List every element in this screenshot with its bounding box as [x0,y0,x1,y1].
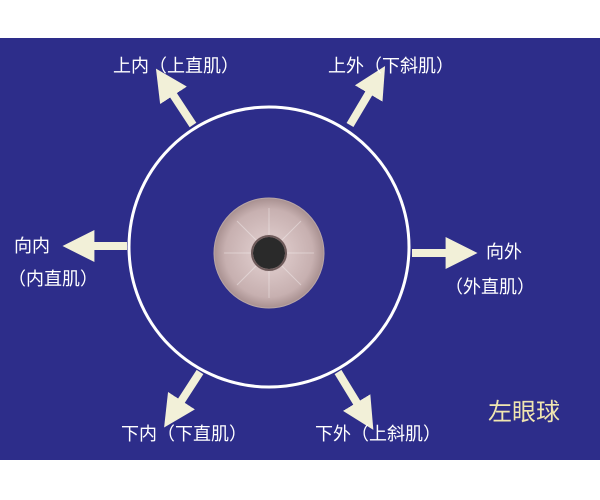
eyeball-icon [127,105,411,389]
label-down-in: 下内（下直肌） [121,424,247,445]
label-down-out: 下外（上斜肌） [315,424,441,445]
pupil-ring [251,235,287,271]
diagram-caption: 左眼球 [488,398,560,426]
label-up-out: 上外（下斜肌） [328,56,454,77]
label-out-line1: 向外 [486,242,522,263]
label-in-line1: 向内 [14,236,50,257]
label-in-line2: （内直肌） [8,269,98,290]
down-left-arrow-icon [164,369,204,428]
up-right-arrow-icon [346,65,386,128]
label-up-in: 上内（上直肌） [113,56,239,77]
pupil-icon [253,237,285,269]
up-left-arrow-icon [155,68,197,128]
down-right-arrow-icon [334,369,374,430]
label-out-line2: （外直肌） [445,277,535,298]
